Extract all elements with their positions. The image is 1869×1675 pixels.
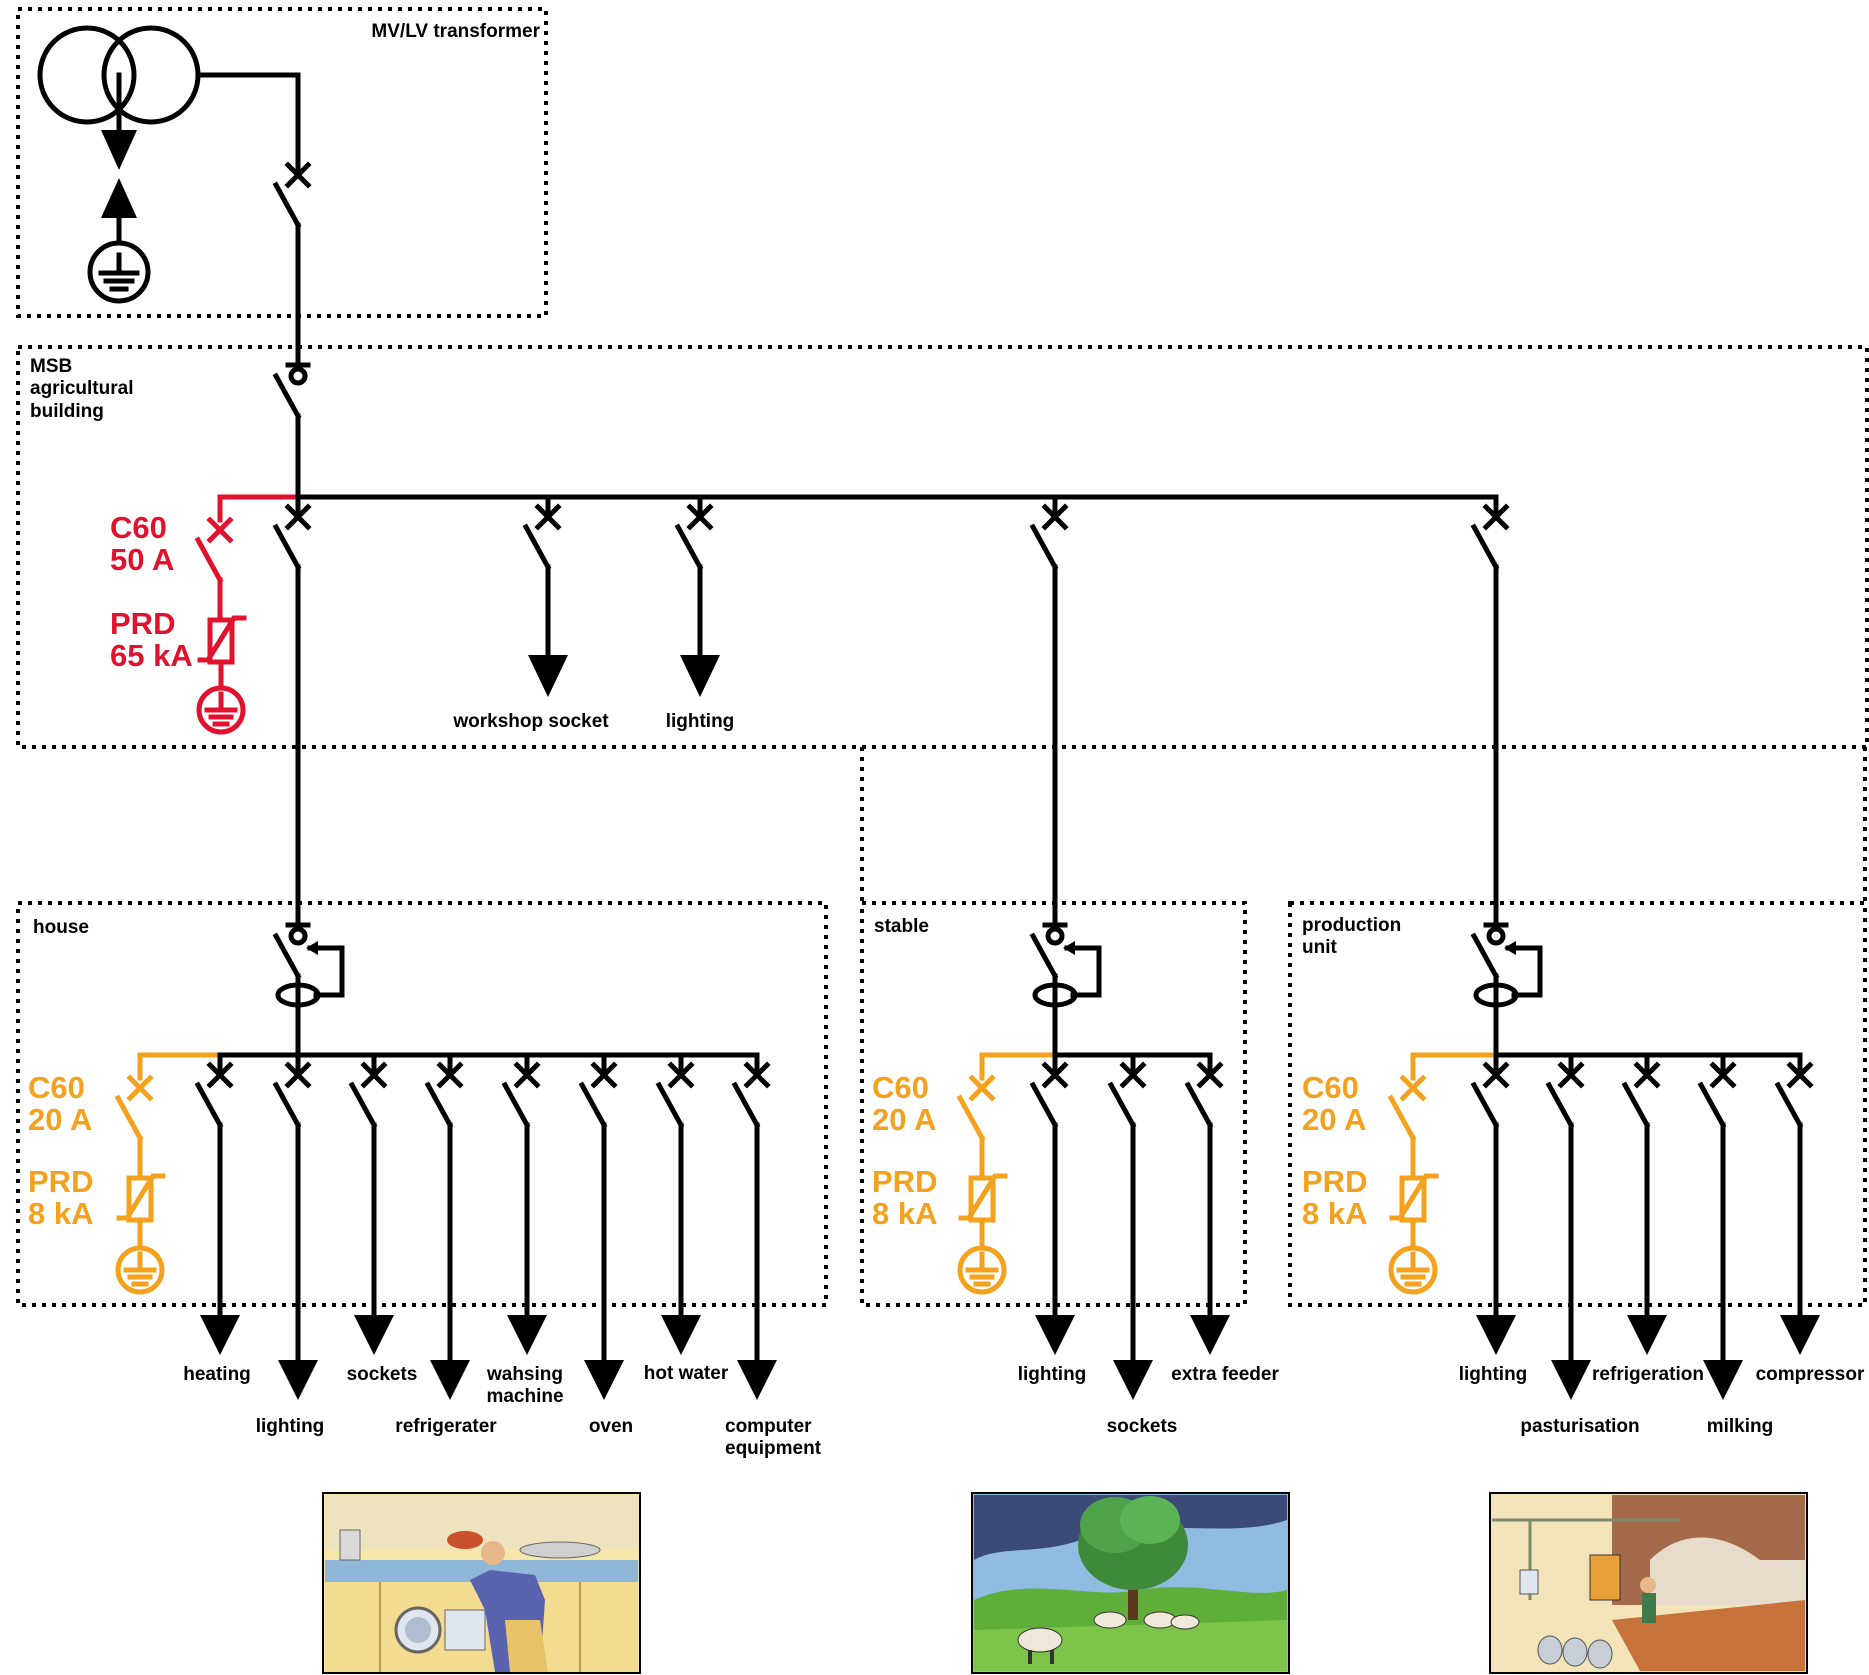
main-breaker [276, 155, 308, 245]
transformer-symbol [37, 25, 201, 245]
msb-workshop-breaker [526, 497, 558, 587]
msb-rating-label: 50 A [110, 542, 174, 577]
house-feeder-washing-1: wahsing [486, 1364, 563, 1385]
production-label-2: unit [1302, 937, 1337, 958]
msb-surge-tap [217, 494, 301, 523]
house-feeder-refrigerater: refrigerater [395, 1416, 497, 1437]
stable-breaker-label: C60 [872, 1070, 929, 1105]
house-feeder-heating: heating [183, 1364, 251, 1385]
house-feeder-oven: oven [589, 1416, 633, 1437]
stable-surge-breaker [960, 1078, 992, 1181]
production-rating-label: 20 A [1302, 1102, 1366, 1137]
production-box [1288, 901, 1867, 1307]
house-feeder-lighting: lighting [256, 1416, 325, 1437]
msb-box [16, 345, 1869, 749]
msb-prd-label: PRD [110, 606, 175, 641]
production-incomer-rcd [1470, 922, 1543, 1058]
house-box [16, 901, 828, 1307]
msb-lighting-arrow [680, 655, 720, 697]
stable-field-illustration [971, 1492, 1290, 1674]
house-prd-icon [115, 1173, 166, 1295]
production-prd-icon [1388, 1173, 1439, 1295]
msb-prd-icon [196, 615, 247, 735]
msb-label-2: agricultural [30, 378, 133, 399]
msb-stable-breaker [1033, 497, 1065, 587]
production-feeder-pasturisation: pasturisation [1520, 1416, 1639, 1437]
stable-feeder-sockets: sockets [1107, 1416, 1178, 1437]
production-feeder-milking: milking [1707, 1416, 1774, 1437]
house-feeder-computer-2: equipment [725, 1438, 822, 1459]
stable-feeder-extra: extra feeder [1171, 1364, 1279, 1385]
house-label: house [33, 917, 89, 938]
stable-rating-label: 20 A [872, 1102, 936, 1137]
transformer-label: MV/LV transformer [371, 21, 540, 42]
msb-lighting-breaker [678, 497, 710, 587]
production-feeders [1474, 1055, 1820, 1400]
production-prd-label: PRD [1302, 1164, 1367, 1199]
stable-prd-label: PRD [872, 1164, 937, 1199]
house-rating-label: 20 A [28, 1102, 92, 1137]
production-label-1: production [1302, 915, 1401, 936]
production-milking-illustration [1489, 1492, 1808, 1674]
stable-prd-rating-label: 8 kA [872, 1196, 937, 1231]
msb-label-1: MSB [30, 356, 72, 377]
house-surge-breaker [118, 1078, 150, 1181]
house-breaker-label: C60 [28, 1070, 85, 1105]
production-feeder-refrigeration: refrigeration [1592, 1364, 1704, 1385]
stable-surge-tap [979, 1052, 1058, 1081]
transformer-box [16, 7, 548, 318]
house-feeder-sockets: sockets [347, 1364, 418, 1385]
house-kitchen-illustration [322, 1492, 641, 1674]
house-feeder-hot-water: hot water [644, 1363, 729, 1384]
msb-feeder-workshop: workshop socket [452, 711, 609, 732]
msb-label-3: building [30, 401, 104, 422]
stable-incomer-rcd [1029, 922, 1102, 1058]
house-feeder-washing-2: machine [486, 1386, 563, 1407]
stable-feeders [1033, 1055, 1230, 1400]
msb-feeder-lighting: lighting [666, 711, 735, 732]
msb-incomer-switch [272, 362, 311, 500]
house-prd-label: PRD [28, 1164, 93, 1199]
msb-house-breaker [276, 497, 308, 587]
msb-prd-rating-label: 65 kA [110, 638, 193, 673]
msb-surge-breaker [198, 520, 230, 623]
production-feeder-compressor: compressor [1756, 1364, 1865, 1385]
production-surge-breaker [1391, 1078, 1423, 1181]
stable-label: stable [874, 916, 929, 937]
production-breaker-label: C60 [1302, 1070, 1359, 1105]
stable-feeder-lighting: lighting [1018, 1364, 1087, 1385]
house-feeder-computer-1: computer [725, 1416, 812, 1437]
msb-breaker-label: C60 [110, 510, 167, 545]
house-feeders [198, 1055, 777, 1400]
production-feeder-lighting: lighting [1459, 1364, 1528, 1385]
stable-prd-icon [957, 1173, 1008, 1295]
transformer-output-wire [195, 72, 301, 158]
house-surge-tap [137, 1052, 223, 1081]
msb-production-breaker [1474, 497, 1506, 587]
house-incomer-rcd [272, 922, 345, 1058]
workshop-arrow [528, 655, 568, 697]
transformer-earth-icon [87, 240, 151, 304]
house-prd-rating-label: 8 kA [28, 1196, 93, 1231]
production-prd-rating-label: 8 kA [1302, 1196, 1367, 1231]
production-surge-tap [1410, 1052, 1499, 1081]
